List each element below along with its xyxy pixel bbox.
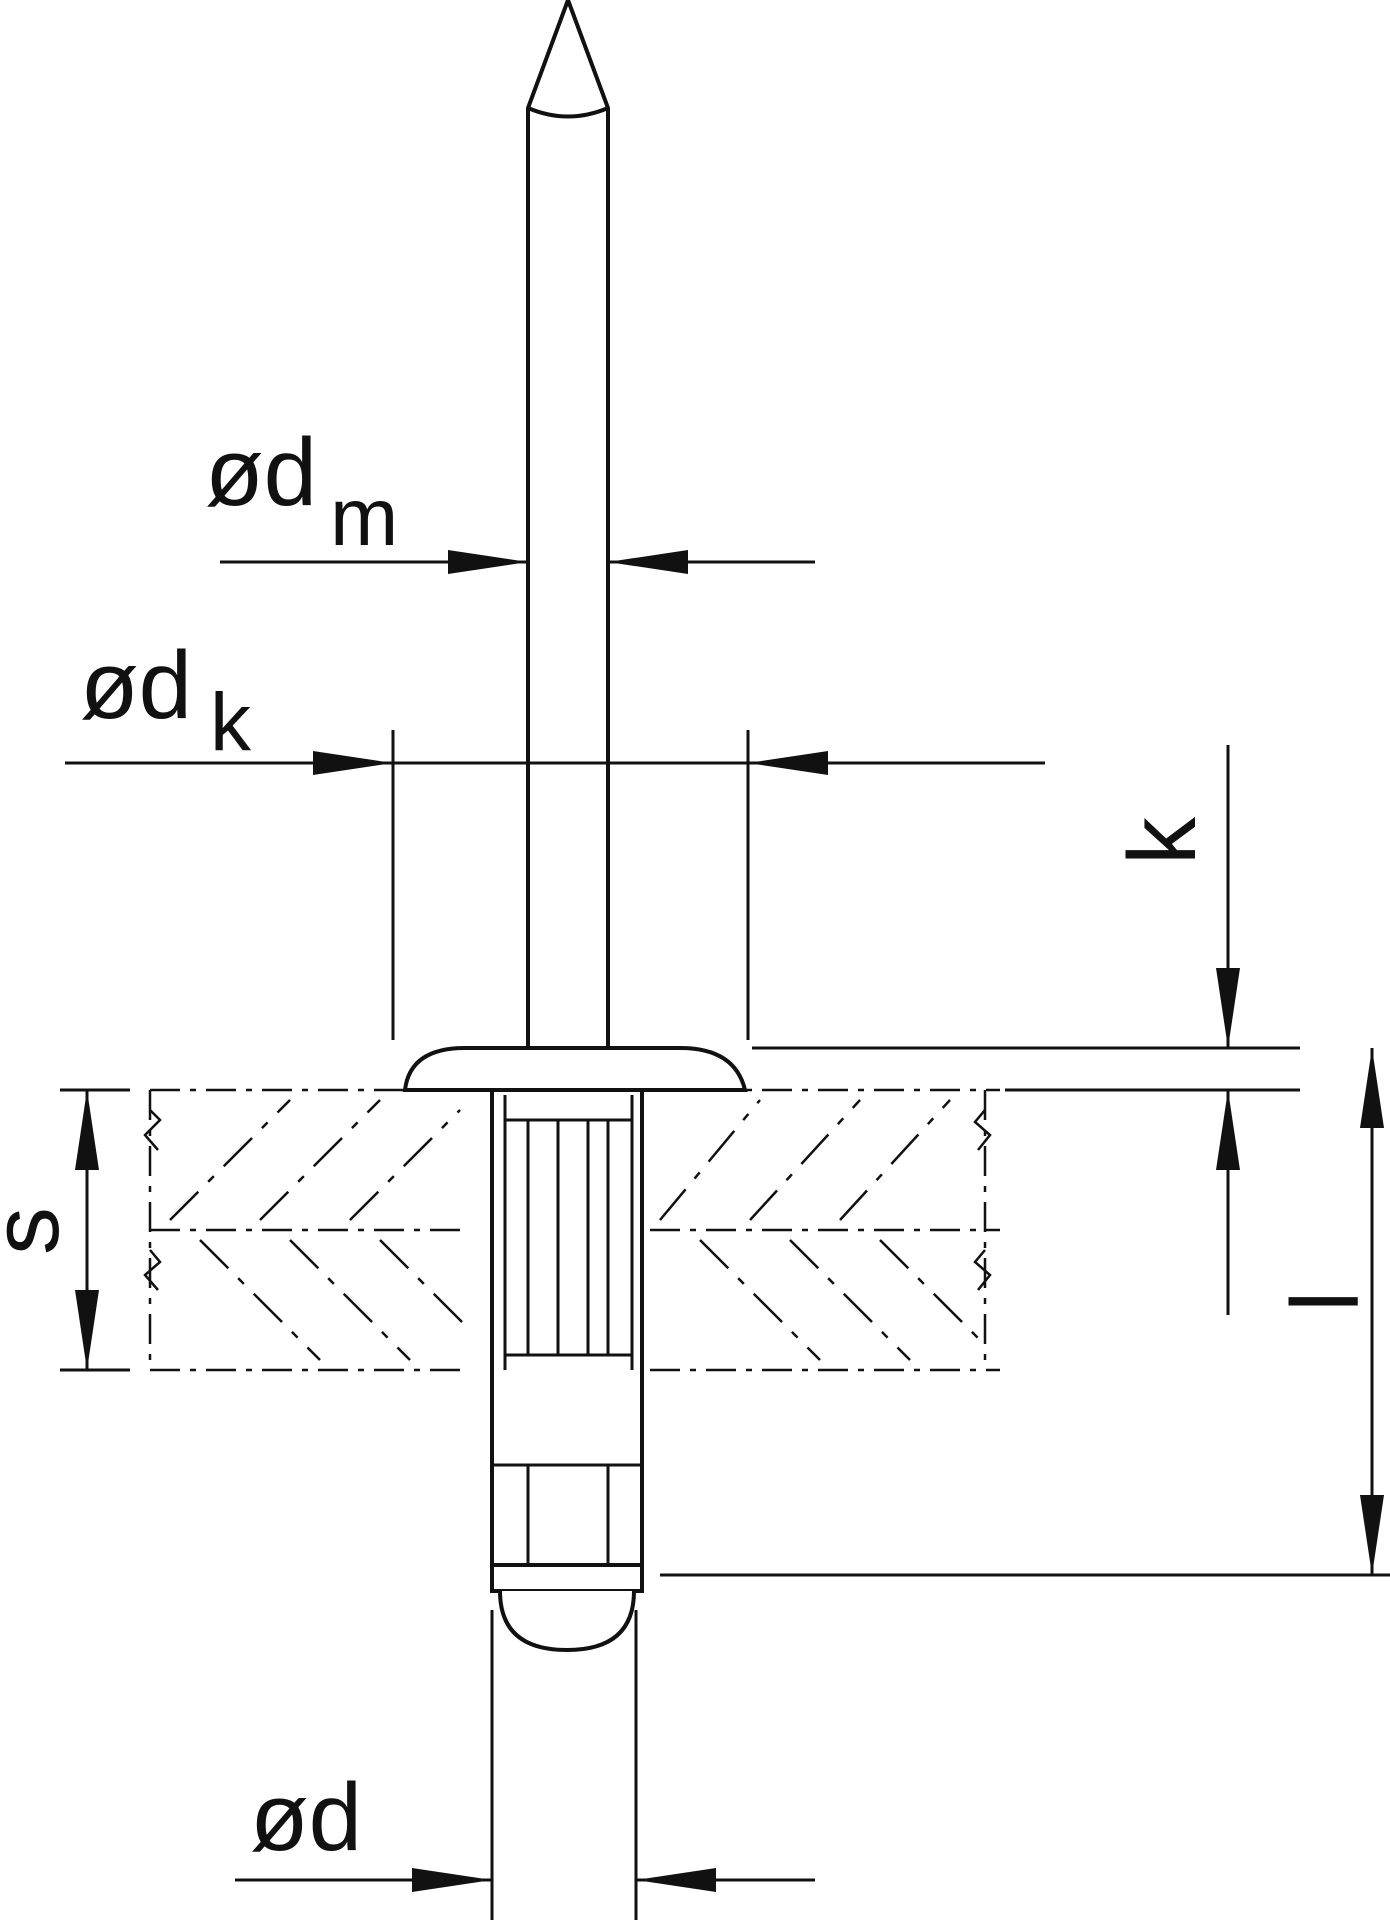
label-d: ød <box>250 1764 362 1871</box>
rivet-sleeve <box>490 1088 644 1572</box>
mandrel-tip-arc <box>527 106 609 119</box>
label-l: l <box>1272 1291 1379 1312</box>
dim-l <box>660 1048 1390 1577</box>
mandrel-head <box>498 1590 636 1653</box>
label-dm-sub: m <box>330 472 398 563</box>
label-s: s <box>0 1207 79 1255</box>
rivet-head <box>402 1046 748 1092</box>
hatching <box>169 1099 986 1361</box>
label-dm-main: ød <box>205 419 317 526</box>
dim-d <box>235 1610 815 1920</box>
break-lines <box>143 1109 992 1291</box>
label-dk-sub: k <box>210 677 252 768</box>
dim-k <box>752 745 1300 1315</box>
label-k: k <box>1109 816 1216 865</box>
dim-dk <box>65 730 1045 1040</box>
rivet <box>402 0 748 1653</box>
label-dk-main: ød <box>80 632 192 739</box>
mandrel <box>526 0 610 1050</box>
mandrel-head-band <box>490 1563 644 1593</box>
